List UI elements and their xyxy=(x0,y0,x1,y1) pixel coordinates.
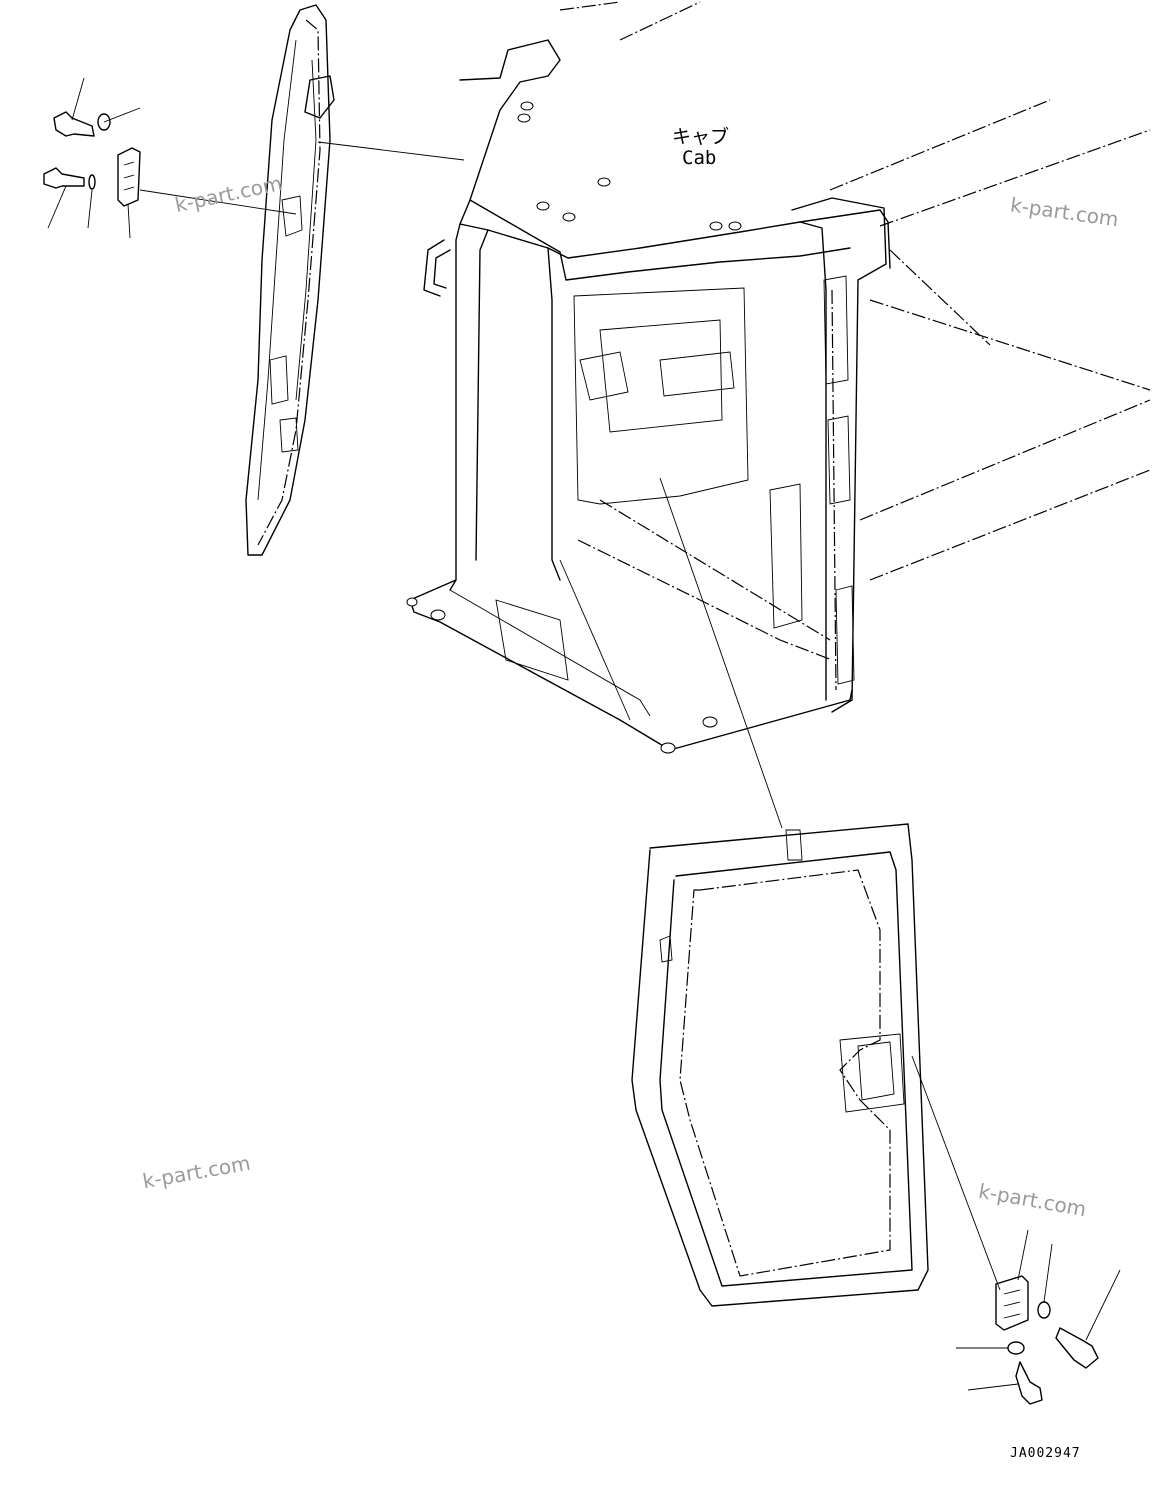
cab-label-english: Cab xyxy=(682,147,717,169)
roof-bolt-holes xyxy=(517,101,742,231)
left-door-panel xyxy=(245,4,335,556)
right-door-frame xyxy=(631,823,929,1307)
right-hinge-group xyxy=(911,1055,1121,1405)
drawing-code: JA002947 xyxy=(1010,1446,1081,1461)
base-bolt-holes xyxy=(406,597,718,754)
cab-body xyxy=(317,1,1151,829)
cab-label-japanese: キャブ xyxy=(672,126,730,148)
left-hinge-group xyxy=(43,77,297,239)
